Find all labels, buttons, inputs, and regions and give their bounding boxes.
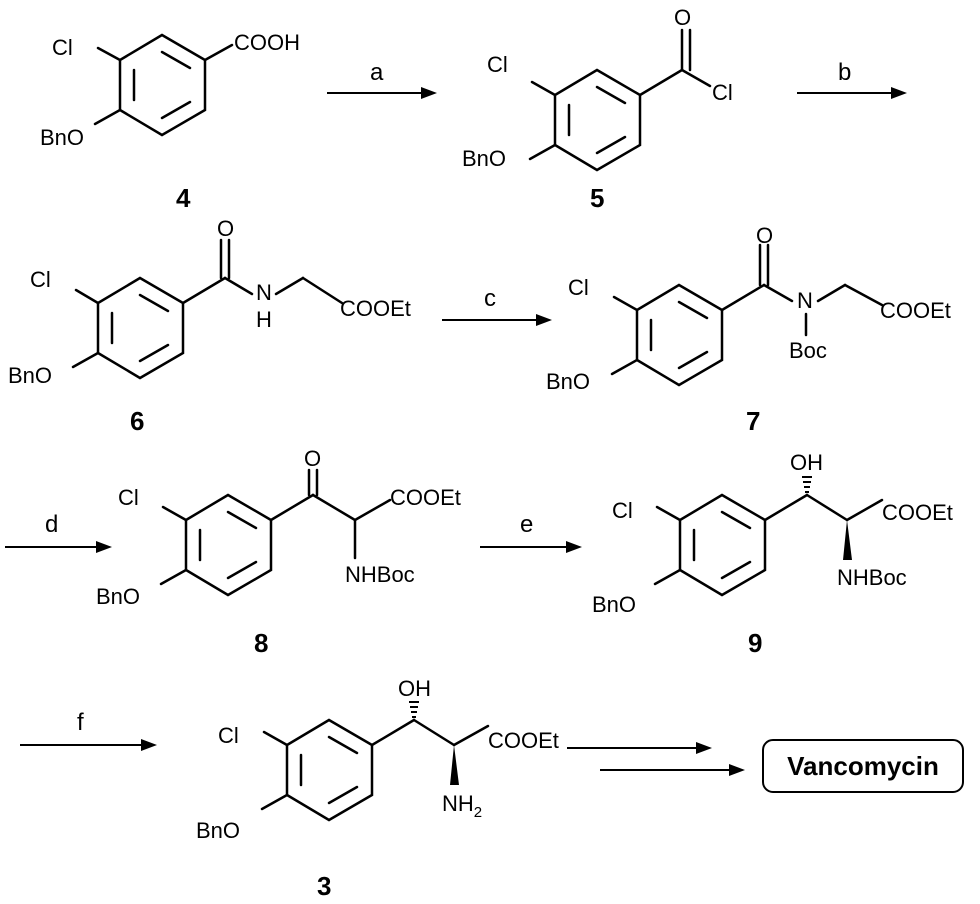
arrow-step-c: c <box>442 285 552 326</box>
hydroxyl-label: OH <box>790 450 823 475</box>
chloro-label: Cl <box>612 498 633 523</box>
compound-4: Cl BnO COOH 4 <box>40 30 300 213</box>
chloro-label: Cl <box>218 723 239 748</box>
benzyloxy-label: BnO <box>592 592 636 617</box>
hashed-wedge-oh <box>409 701 419 718</box>
nhboc-label: NHBoc <box>345 562 415 587</box>
step-label-d: d <box>45 511 58 538</box>
solid-wedge-nh2 <box>450 745 459 785</box>
acid-label: COOH <box>234 30 300 55</box>
chloro-label: Cl <box>568 275 589 300</box>
boc-label: Boc <box>789 338 827 363</box>
arrow-step-f: f <box>20 709 157 751</box>
compound-number: 7 <box>746 406 760 436</box>
ester-label: COOEt <box>882 500 953 525</box>
compound-3: Cl BnO OH COOEt NH2 3 <box>196 676 559 901</box>
chloro-label: Cl <box>487 52 508 77</box>
benzyloxy-label: BnO <box>462 146 506 171</box>
amide-nitrogen-label: N <box>256 280 272 305</box>
compound-number: 4 <box>176 183 191 213</box>
acyl-chloride-label: Cl <box>712 80 733 105</box>
compound-8: Cl BnO O COOEt NHBoc 8 <box>96 446 461 658</box>
benzyloxy-label: BnO <box>546 369 590 394</box>
step-label-f: f <box>77 709 84 736</box>
product-box <box>762 739 964 793</box>
compound-number: 6 <box>130 406 144 436</box>
step-label-a: a <box>370 59 384 86</box>
nhboc-label: NHBoc <box>837 565 907 590</box>
ester-label: COOEt <box>390 485 461 510</box>
chloro-label: Cl <box>52 35 73 60</box>
compound-5: Cl BnO O Cl 5 <box>462 5 733 213</box>
step-label-b: b <box>838 59 851 86</box>
solid-wedge-nh <box>843 520 852 560</box>
carbonyl-oxygen-label: O <box>674 5 691 30</box>
arrow-step-a: a <box>327 59 437 99</box>
amide-nitrogen-label: N <box>797 288 813 313</box>
compound-number: 8 <box>254 628 268 658</box>
product-vancomycin: Vancomycin <box>762 739 964 793</box>
arrow-step-b: b <box>797 59 907 99</box>
benzyloxy-label: BnO <box>8 363 52 388</box>
hydroxyl-label: OH <box>398 676 431 701</box>
carbonyl-oxygen-label: O <box>217 216 234 241</box>
benzyloxy-label: BnO <box>96 584 140 609</box>
chloro-label: Cl <box>30 267 51 292</box>
amine-label: NH2 <box>442 791 482 821</box>
step-label-c: c <box>484 285 496 312</box>
ester-label: COOEt <box>880 298 951 323</box>
product-label: Vancomycin <box>787 751 939 781</box>
compound-number: 9 <box>748 628 762 658</box>
step-label-e: e <box>520 511 533 538</box>
compound-number: 5 <box>590 183 604 213</box>
compound-6: Cl BnO O N H COOEt 6 <box>8 216 411 436</box>
benzyloxy-label: BnO <box>40 125 84 150</box>
compound-number: 3 <box>317 871 331 901</box>
multistep-arrow <box>567 742 745 776</box>
ester-label: COOEt <box>488 728 559 753</box>
compound-7: Cl BnO O N Boc COOEt 7 <box>546 223 951 436</box>
amide-hydrogen-label: H <box>256 307 272 332</box>
amine-subscript: 2 <box>474 804 482 821</box>
carbonyl-oxygen-label: O <box>756 223 773 248</box>
hashed-wedge-oh <box>802 476 812 493</box>
compound-9: Cl BnO OH COOEt NHBoc 9 <box>592 450 953 658</box>
chloro-label: Cl <box>118 485 139 510</box>
benzyloxy-label: BnO <box>196 818 240 843</box>
arrow-step-e: e <box>480 511 582 553</box>
ketone-oxygen-label: O <box>304 446 321 471</box>
ester-label: COOEt <box>340 296 411 321</box>
arrow-step-d: d <box>5 511 112 553</box>
amine-nh: NH <box>442 791 474 816</box>
